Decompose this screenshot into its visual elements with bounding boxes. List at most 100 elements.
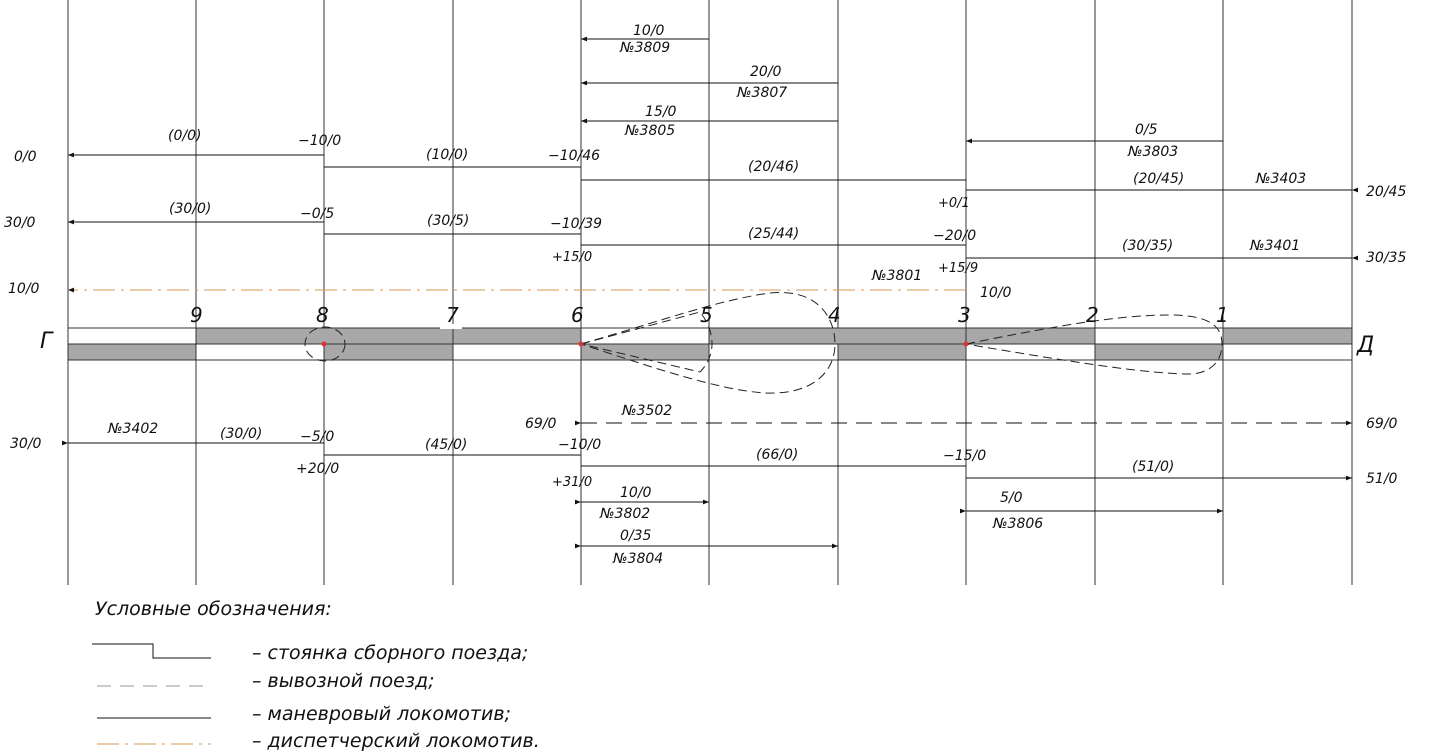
track-segment: [1222, 327, 1353, 345]
train-number: №3809: [619, 40, 670, 56]
left-value: 30/0: [4, 215, 36, 231]
node-label: −10/46: [548, 148, 600, 164]
loop-path: [579, 292, 836, 394]
train-number: №3805: [624, 123, 675, 139]
train-number: №3801: [871, 268, 922, 284]
station-label: 1: [1216, 303, 1229, 327]
junction-point: [963, 341, 969, 347]
loop-path: [580, 311, 713, 373]
station-label: 9: [190, 303, 203, 327]
segment-label: (20/45): [1133, 171, 1184, 187]
node-label: +0/1: [938, 196, 970, 211]
segment-label: (66/0): [756, 447, 798, 463]
track-segment: [67, 343, 197, 361]
station-numbers: 9 8 7 6 5 4 3 2 1 Г Д: [40, 303, 1374, 358]
node-label: −5/0: [300, 429, 334, 445]
train-number: №3402: [107, 421, 158, 437]
train-number: №3401: [1249, 238, 1300, 254]
segment-label: (25/44): [748, 226, 799, 242]
legend-title: Условные обозначения:: [95, 598, 332, 620]
end-label-right: Д: [1356, 333, 1374, 358]
legend-swatch-stop: [92, 643, 211, 659]
left-value: 10/0: [8, 281, 40, 297]
side-values: 0/0 30/0 10/0 30/0 20/45 30/35 69/0 51/0: [4, 149, 1406, 487]
station-label: 5: [700, 303, 713, 327]
lower-movements: [62, 420, 1352, 549]
track-segment: [580, 343, 710, 361]
loop-path: [965, 314, 1223, 375]
node-label: −10/0: [298, 133, 341, 149]
upper-movements: [68, 36, 1358, 293]
node-label: −0/5: [300, 206, 334, 222]
track-segment: [323, 343, 454, 361]
train-number: №3804: [612, 551, 663, 567]
segment-label: (30/35): [1122, 238, 1173, 254]
train-number: №3807: [736, 85, 787, 101]
vertical-grid: [67, 0, 1353, 585]
track-segment: [452, 327, 582, 345]
track-segment: [837, 343, 967, 361]
train-number: №3806: [992, 516, 1043, 532]
left-value: 0/0: [14, 149, 37, 165]
end-label-left: Г: [40, 329, 54, 354]
node-label: −20/0: [933, 228, 976, 244]
right-value: 30/35: [1366, 250, 1406, 266]
legend-item: – стоянка сборного поезда;: [252, 642, 528, 664]
train-label: 15/0: [645, 104, 677, 120]
left-value: 30/0: [10, 436, 42, 452]
station-label: 6: [571, 303, 584, 327]
node-label: 10/0: [980, 285, 1012, 301]
train-number: №3502: [621, 403, 672, 419]
loop-path: [304, 326, 346, 362]
train-label: 0/35: [620, 528, 652, 544]
segment-label: (30/5): [427, 213, 469, 229]
node-label: −15/0: [943, 448, 986, 464]
right-value: 51/0: [1366, 471, 1398, 487]
station-label: 2: [1086, 303, 1099, 327]
junction-point: [321, 341, 327, 347]
track-band: [67, 324, 1353, 361]
shunting-loops: [304, 292, 1223, 394]
right-value: 69/0: [1366, 416, 1398, 432]
train-label: 20/0: [750, 64, 782, 80]
node-label: 69/0: [525, 416, 557, 432]
track-segment: [965, 327, 1096, 345]
lower-labels: №3402 (30/0) −5/0 +20/0 (45/0) 69/0 №350…: [107, 403, 1174, 567]
train-label: 10/0: [633, 23, 665, 39]
segment-label: (10/0): [426, 147, 468, 163]
legend-item: – вывозной поезд;: [252, 670, 434, 692]
segment-label: (51/0): [1132, 459, 1174, 475]
station-label: 3: [958, 303, 971, 327]
node-label: +15/9: [938, 261, 978, 276]
train-label: 5/0: [1000, 490, 1023, 506]
legend: Условные обозначения: – стоянка сборного…: [92, 598, 540, 752]
right-value: 20/45: [1366, 184, 1406, 200]
segment-label: (30/0): [169, 201, 211, 217]
station-label: 4: [828, 303, 841, 327]
upper-labels: 10/0 №3809 20/0 №3807 15/0 №3805 0/5 №38…: [168, 23, 1306, 301]
segment-label: (45/0): [425, 437, 467, 453]
station-label: 8: [316, 303, 329, 327]
node-label: −10/0: [558, 437, 601, 453]
legend-item: – маневровый локомотив;: [252, 703, 511, 725]
node-label: +15/0: [552, 250, 592, 265]
track-segment: [1094, 343, 1224, 361]
segment-label: (0/0): [168, 128, 201, 144]
train-label: 10/0: [620, 485, 652, 501]
train-label: 0/5: [1135, 122, 1158, 138]
segment-label: (20/46): [748, 159, 799, 175]
track-gap: [440, 324, 462, 329]
train-number: №3802: [599, 506, 650, 522]
train-number: №3403: [1255, 171, 1306, 187]
node-label: +31/0: [552, 475, 592, 490]
node-label: +20/0: [296, 461, 339, 477]
train-number: №3803: [1127, 144, 1178, 160]
track-segment: [708, 327, 967, 345]
segment-label: (30/0): [220, 426, 262, 442]
station-label: 7: [446, 303, 459, 327]
node-label: −10/39: [550, 216, 602, 232]
junction-points: [321, 341, 969, 347]
legend-item: – диспетчерский локомотив.: [252, 730, 540, 752]
junction-point: [578, 341, 584, 347]
